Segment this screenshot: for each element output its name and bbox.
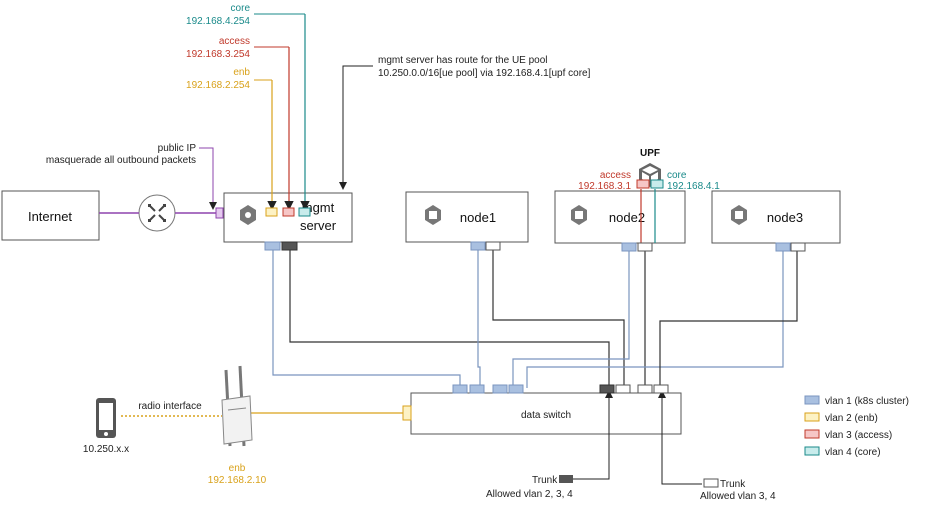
legend-label-vlan1: vlan 1 (k8s cluster) [825,396,909,407]
core-ip: 192.168.4.254 [186,16,250,27]
node2-label: node2 [609,210,645,225]
public-ip-arrow [199,147,217,210]
trunk-right-allowed: Allowed vlan 3, 4 [700,491,776,502]
data-switch-label: data switch [521,410,571,421]
phone-icon [96,398,116,438]
core-port [298,207,311,217]
public-ip-label: public IP [158,143,197,154]
upf-core-ip: 192.168.4.1 [667,181,720,192]
node2-vlan1-wire [512,250,630,388]
router-icon [138,194,176,232]
switch-ports [402,384,669,421]
enb-ip: 192.168.2.254 [186,80,250,91]
mgmt-note-1: mgmt server has route for the UE pool [378,55,548,66]
node3-vlan1-wire [526,250,784,388]
mgmt-trunk-port [281,241,298,251]
mgmt-note-2: 10.250.0.0/16[ue pool] via 192.168.4.1[u… [378,68,591,79]
node1-label: node1 [460,210,496,225]
upf-access-label: access [600,170,631,181]
trunk-left-label: Trunk [532,475,558,486]
node3-box: node3 [711,190,841,244]
core-label: core [231,3,251,14]
antenna-icon [221,365,253,447]
node2-ports [621,179,664,252]
enb-device-label: enb [229,463,246,474]
trunk-right-arrow [658,390,702,485]
node3-label: node3 [767,210,803,225]
legend-swatch-vlan1 [804,395,820,405]
upf-core-port [650,179,664,189]
internet-box: Internet [1,190,100,241]
legend-label-vlan4: vlan 4 (core) [825,447,881,458]
mgmt-vlan1-wire [272,250,461,388]
upf-access-ip: 192.168.3.1 [578,181,631,192]
upf-access-port [636,179,650,189]
access-ip: 192.168.3.254 [186,49,250,60]
access-label: access [219,36,250,47]
node1-trunk-wire [492,250,625,388]
trunk-left-swatch [559,475,573,483]
data-switch-box: data switch [410,392,682,435]
mgmt-label-line2: server [300,218,337,233]
mgmt-vlan1-port [264,241,281,251]
masquerade-label: masquerade all outbound packets [46,155,196,166]
switch-enb-port [402,405,412,421]
node1-vlan1-wire [477,250,481,388]
mgmt-ports [215,207,311,251]
legend-swatch-vlan3 [804,429,820,439]
enb-port [265,207,278,217]
legend: vlan 1 (k8s cluster) vlan 2 (enb) vlan 3… [804,395,909,458]
legend-label-vlan2: vlan 2 (enb) [825,413,878,424]
enb-label: enb [233,67,250,78]
node3-trunk-wire [659,250,798,388]
node3-ports [775,242,806,252]
legend-swatch-vlan2 [804,412,820,422]
access-port [282,207,295,217]
trunk-right-swatch [703,478,719,488]
upf-label: UPF [640,148,660,159]
mgmt-server-box: mgmt server [223,192,353,243]
node2-box: node2 [554,190,686,244]
mgmt-note-arrow [339,65,373,190]
mgmt-trunk-wire [289,250,610,388]
legend-label-vlan3: vlan 3 (access) [825,430,892,441]
node1-ports [470,241,501,251]
trunk-left-allowed: Allowed vlan 2, 3, 4 [486,489,573,500]
internet-port [215,207,224,219]
node1-box: node1 [405,191,529,243]
radio-interface-label: radio interface [138,401,202,412]
trunk-left-arrow [573,390,613,480]
legend-swatch-vlan4 [804,446,820,456]
enb-device-ip: 192.168.2.10 [208,475,267,486]
trunk-right-label: Trunk [720,479,746,490]
upf-core-label: core [667,170,687,181]
internet-label: Internet [28,209,72,224]
ue-ip: 10.250.x.x [83,444,129,455]
